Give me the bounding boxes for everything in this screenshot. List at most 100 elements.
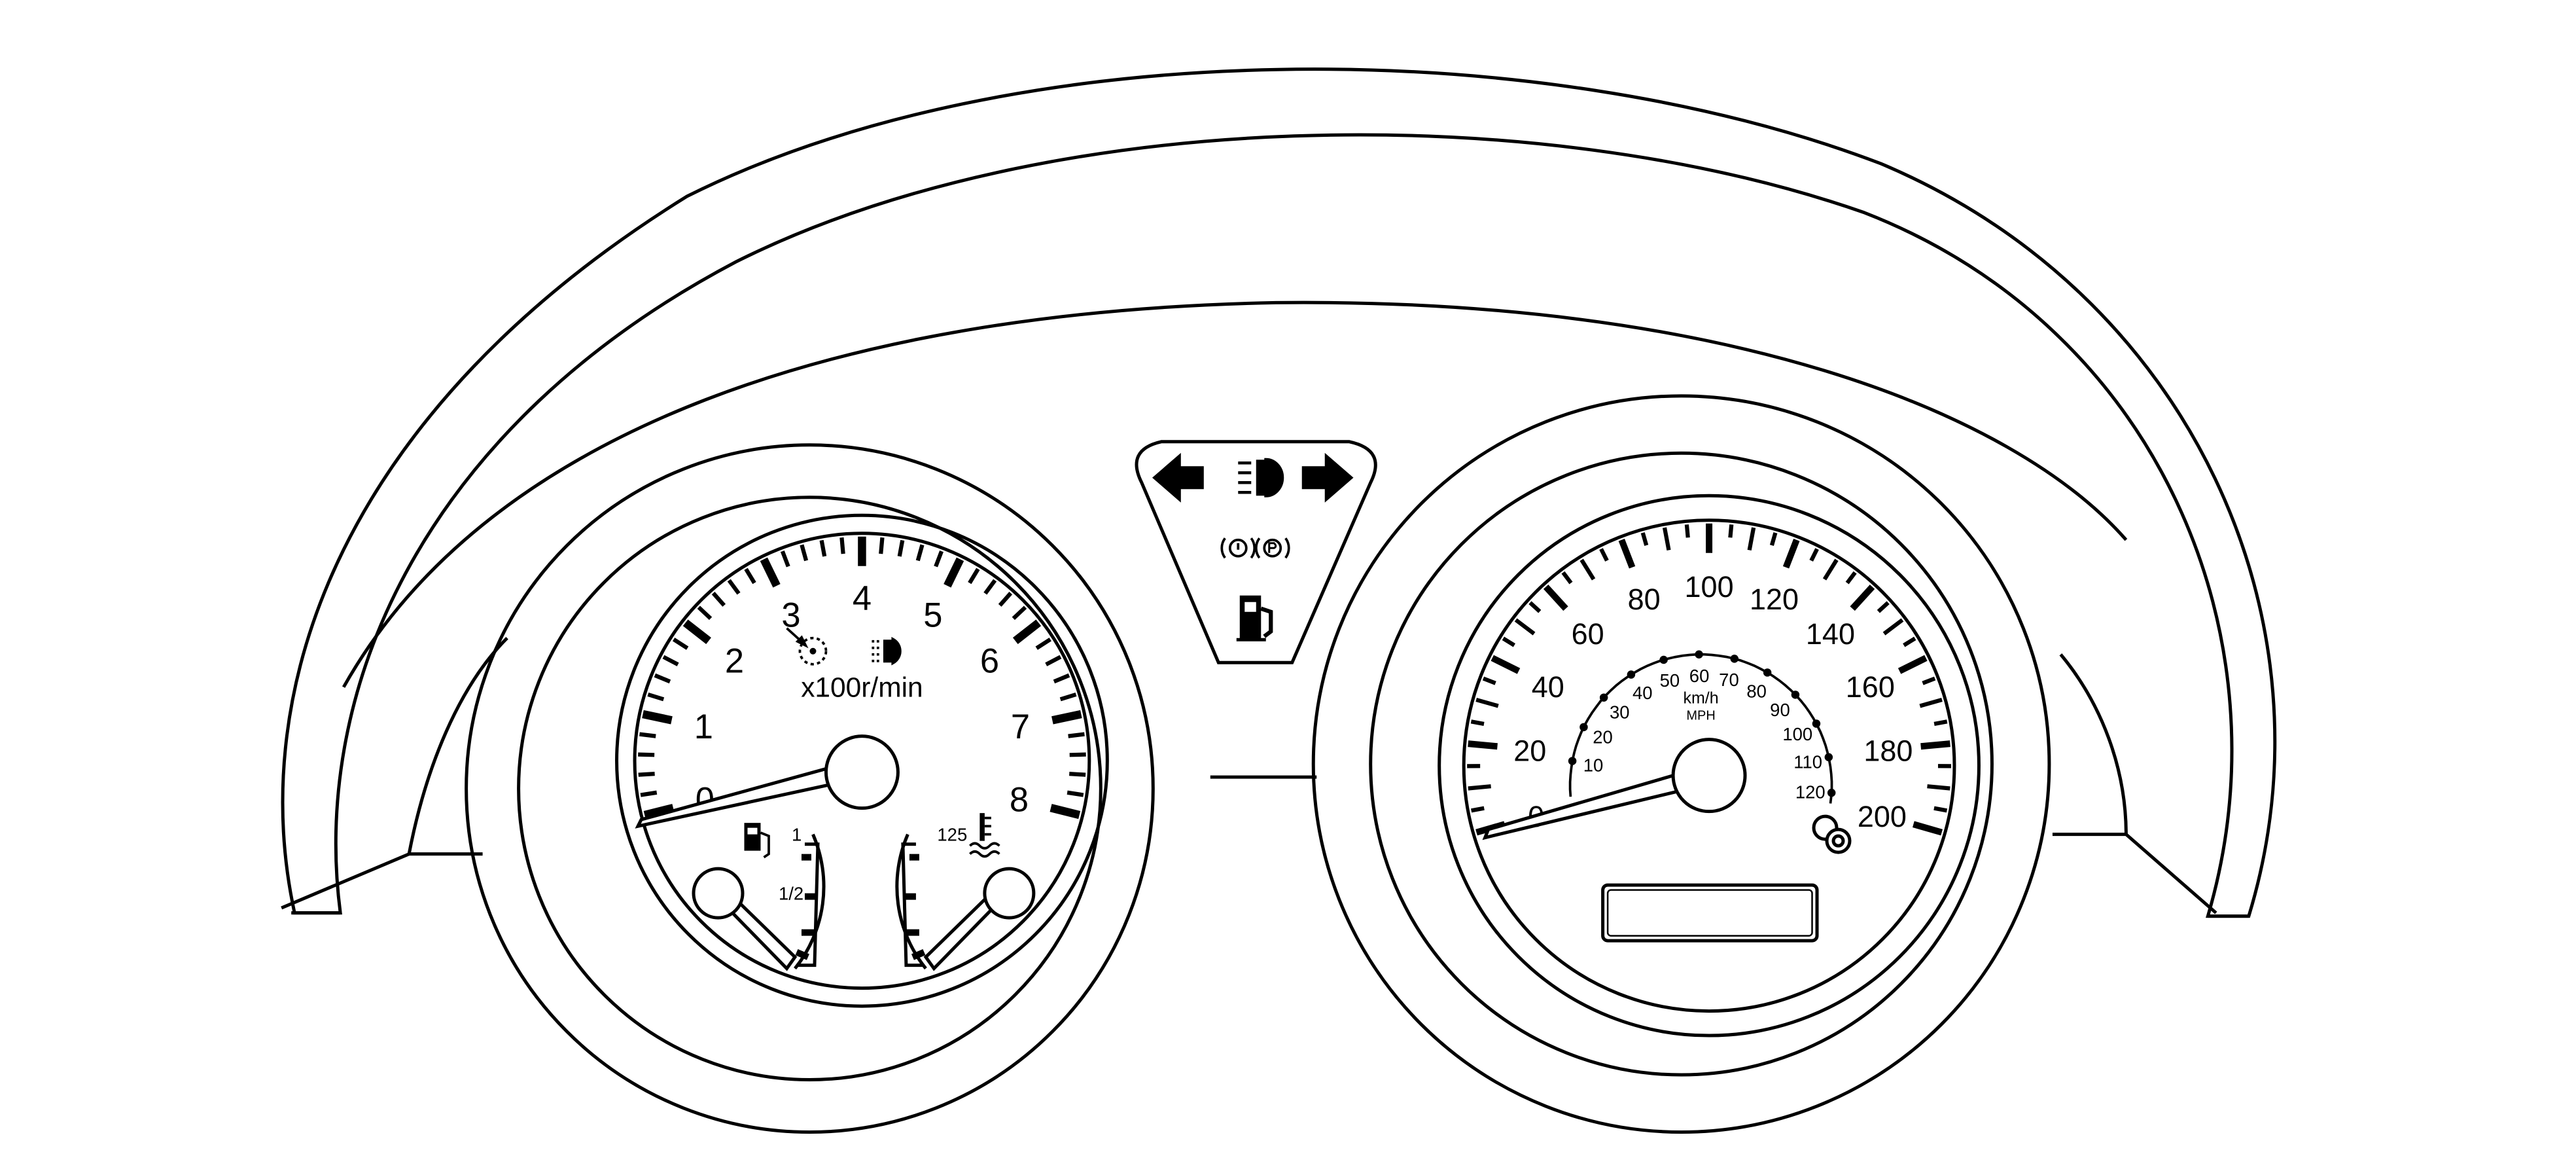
mph-tick-dot <box>1763 668 1772 677</box>
tachometer-major-tick <box>643 804 675 820</box>
speedometer-major-tick <box>1491 655 1521 674</box>
tachometer-minor-tick <box>727 579 741 595</box>
tachometer-minor-tick <box>1045 655 1062 666</box>
tachometer-minor-tick <box>1012 605 1027 621</box>
brake-warning-icon <box>1220 537 1256 559</box>
fuel-half-label: 1/2 <box>779 884 803 904</box>
tachometer-minor-tick <box>647 692 665 702</box>
temperature-gauge <box>895 833 1036 971</box>
tachometer-major-tick <box>944 557 964 588</box>
speedometer-minor-tick <box>1933 719 1948 726</box>
speedometer-major-tick <box>1913 821 1943 836</box>
speedometer-minor-tick <box>1845 571 1857 585</box>
mph-tick-label: 10 <box>1583 755 1604 776</box>
speedometer-minor-tick <box>1747 527 1756 551</box>
tachometer-minor-tick <box>1053 673 1070 684</box>
speedometer-minor-tick <box>1684 524 1690 538</box>
speedometer-kmh-label: 60 <box>1572 617 1604 651</box>
mph-tick-label: 20 <box>1593 727 1613 747</box>
mph-tick-label: 90 <box>1770 700 1790 720</box>
tachometer-minor-tick <box>934 550 944 568</box>
speedometer-minor-tick <box>1468 784 1491 791</box>
speedometer-minor-tick <box>1822 558 1839 581</box>
speedometer-kmh-label: 160 <box>1846 670 1895 704</box>
speedometer-kmh-scale <box>1467 523 1951 836</box>
tachometer-tick-label: 5 <box>923 596 942 634</box>
speedometer-kmh-label: 20 <box>1513 734 1546 767</box>
tachometer-major-tick <box>642 710 673 725</box>
mph-tick-label: 70 <box>1719 670 1739 690</box>
tachometer-minor-tick <box>983 579 997 595</box>
speedometer-minor-tick <box>1475 697 1499 708</box>
speedometer-minor-tick <box>1919 697 1943 708</box>
tachometer-minor-tick <box>998 592 1013 607</box>
tachometer-tick-label: 1 <box>694 708 713 746</box>
mph-tick-label: 30 <box>1610 702 1630 722</box>
speedometer-kmh-label: 180 <box>1863 734 1913 767</box>
tachometer-tick-label: 8 <box>1010 781 1029 820</box>
mph-tick-label: 80 <box>1746 681 1767 701</box>
tachometer-minor-tick <box>819 539 827 557</box>
mph-tick-label: 100 <box>1782 724 1812 744</box>
tachometer-minor-tick <box>662 655 679 666</box>
speedometer-major-tick <box>1543 585 1568 611</box>
speedometer-minor-tick <box>1728 524 1734 538</box>
speedometer-major-tick <box>1897 655 1928 674</box>
tachometer-minor-tick <box>638 771 655 777</box>
tachometer-minor-tick <box>744 568 756 585</box>
speedometer-needle <box>1482 738 1747 840</box>
tachometer-minor-tick <box>654 673 671 684</box>
tachometer-scale <box>638 536 1086 820</box>
speedometer-kmh-labels: 020406080100120140160180200 <box>1513 570 1913 833</box>
speedometer-major-tick <box>1618 539 1636 569</box>
tachometer-major-tick <box>682 619 711 644</box>
tachometer-major-tick <box>1051 710 1082 725</box>
mph-tick-dot <box>1599 693 1608 702</box>
speedometer-minor-tick <box>1528 601 1542 613</box>
tachometer-tick-label: 6 <box>980 641 999 680</box>
tachometer-pod <box>465 443 1155 1134</box>
left-turn-signal-icon <box>1152 452 1204 503</box>
tachometer-tick-label: 4 <box>853 579 872 618</box>
fuel-full-label: 1 <box>792 825 802 845</box>
tachometer-minor-tick <box>780 550 790 568</box>
tachometer-unit-label: x100r/min <box>801 673 923 704</box>
mph-tick-dot <box>1695 650 1703 659</box>
tachometer-minor-tick <box>879 537 885 554</box>
cluster-hood <box>281 67 2277 918</box>
high-beam-icon <box>1238 458 1284 497</box>
tachometer-minor-tick <box>839 537 845 554</box>
speedometer-minor-tick <box>1561 571 1573 585</box>
mph-tick-label: 40 <box>1632 683 1653 703</box>
mph-tick-label: 110 <box>1793 752 1822 772</box>
speedometer-minor-tick <box>1662 527 1671 551</box>
tachometer-minor-tick <box>1068 732 1085 738</box>
speedometer-minor-tick <box>1471 806 1485 813</box>
speedometer-minor-tick <box>1927 784 1950 791</box>
tachometer-minor-tick <box>968 568 980 585</box>
tachometer-major-tick <box>1050 804 1081 820</box>
mph-tick-dot <box>1730 655 1739 663</box>
mph-tick-dot <box>1812 719 1821 728</box>
speedometer-minor-tick <box>1640 532 1649 547</box>
speedometer-minor-tick <box>1882 618 1904 636</box>
speedometer-kmh-label: 140 <box>1806 617 1855 651</box>
immobilizer-icon <box>786 627 828 666</box>
fuel-gauge <box>692 833 826 971</box>
mph-tick-dot <box>1791 691 1800 699</box>
tachometer-minor-tick <box>1069 771 1086 777</box>
tachometer-major-tick <box>760 557 781 588</box>
trip-reset-knob-icon <box>1812 814 1852 854</box>
parking-brake-icon <box>1254 537 1290 559</box>
speedometer-minor-tick <box>1599 548 1609 562</box>
speedometer-minor-tick <box>1922 676 1936 685</box>
mph-tick-label: 60 <box>1689 666 1710 686</box>
tachometer-major-tick <box>1012 619 1042 644</box>
fuel-pump-icon <box>744 823 770 859</box>
speedometer-kmh-label: 120 <box>1750 583 1799 616</box>
tachometer-needle <box>635 734 900 829</box>
mph-tick-dot <box>1579 723 1588 732</box>
